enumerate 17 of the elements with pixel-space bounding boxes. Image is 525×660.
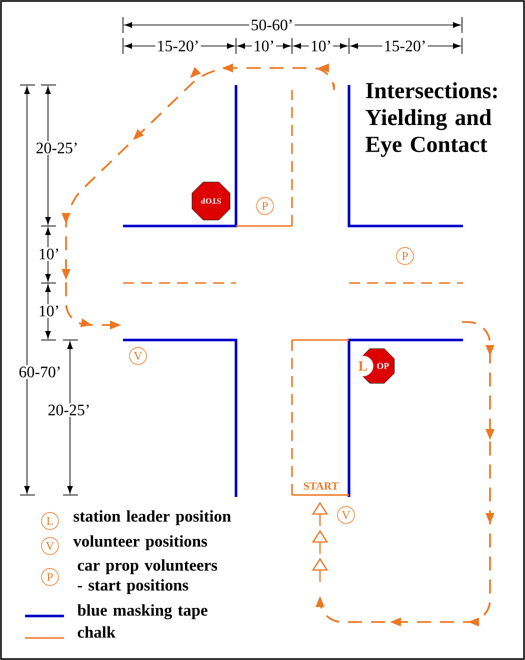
dimension-label: 10’ [36, 247, 62, 261]
start-label: START [304, 482, 338, 490]
dimension-label: 20-25’ [34, 141, 80, 155]
legend-text: car prop volunteers - start positions [78, 559, 218, 594]
title: Intersections: Yielding and Eye Contact [366, 82, 497, 157]
dimension-label: 10’ [252, 39, 276, 53]
dimension-label: 15-20’ [155, 39, 201, 53]
legend-text: blue masking tape [77, 604, 208, 620]
dimension-label: 60-70’ [17, 365, 63, 379]
legend-text: chalk [78, 626, 116, 638]
dimension-label: 15-20’ [382, 39, 428, 53]
dimension-label: 20-25’ [46, 403, 92, 417]
legend-text: station leader position [74, 510, 231, 526]
legend-text: volunteer positions [73, 535, 208, 550]
dimension-label: 50-60’ [249, 18, 295, 32]
dimension-label: 10’ [308, 39, 334, 53]
dimension-label: 10’ [36, 304, 62, 318]
